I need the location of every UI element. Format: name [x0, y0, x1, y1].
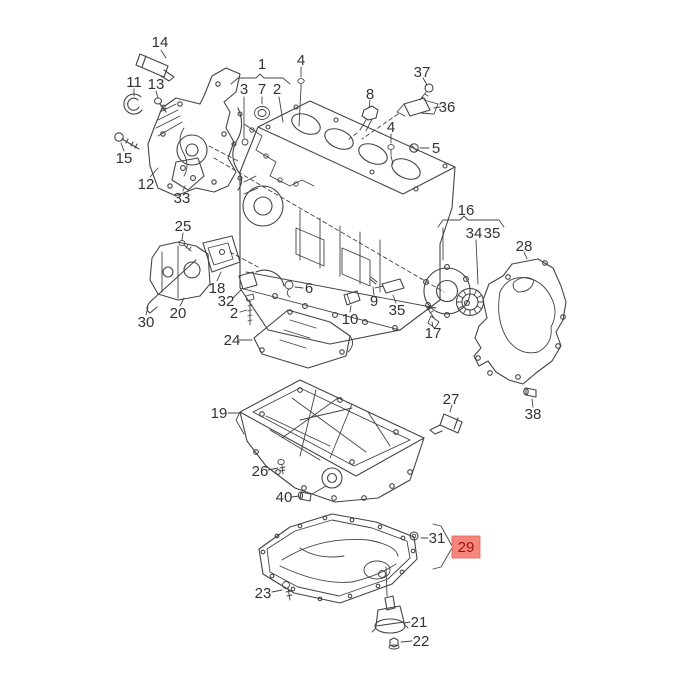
stud-bolt-2	[239, 293, 255, 326]
diagram-line-art	[114, 49, 567, 650]
part-label-24[interactable]: 24	[224, 332, 241, 349]
lower-oil-pan-29	[258, 513, 418, 604]
part-label-23[interactable]: 23	[255, 585, 272, 602]
part-label-14[interactable]: 14	[152, 34, 169, 51]
part-label-4[interactable]: 4	[297, 52, 305, 69]
bracket-18	[202, 235, 241, 282]
bolt-17	[425, 305, 440, 329]
part-label-40[interactable]: 40	[276, 489, 293, 506]
part-label-6[interactable]: 6	[305, 280, 313, 297]
oil-nozzle-6	[284, 280, 304, 298]
part-label-25[interactable]: 25	[175, 218, 192, 235]
part-label-17[interactable]: 17	[425, 325, 442, 342]
axis-dashed-lines	[208, 113, 445, 293]
part-label-2[interactable]: 2	[273, 81, 281, 98]
part-label-8[interactable]: 8	[366, 86, 374, 103]
part-label-9[interactable]: 9	[370, 293, 378, 310]
part-label-1[interactable]: 1	[258, 56, 266, 73]
baffle-plate-24	[238, 309, 353, 369]
seal-ring-11	[123, 88, 143, 115]
gasket-33	[171, 107, 243, 192]
part-label-35[interactable]: 35	[389, 302, 406, 319]
oil-level-sensor-21	[371, 566, 411, 634]
part-label-28[interactable]: 28	[516, 238, 533, 255]
part-label-33[interactable]: 33	[174, 190, 191, 207]
intermediate-plate-28	[473, 251, 567, 385]
bearing-32	[232, 269, 285, 299]
sensor-36	[396, 97, 441, 117]
group-brace-29	[432, 523, 453, 570]
drain-plug-31	[409, 531, 429, 541]
plug-8	[359, 99, 379, 132]
oil-pump-20	[149, 241, 211, 307]
part-label-13[interactable]: 13	[148, 76, 165, 93]
upper-oil-pan-19	[227, 379, 425, 503]
nut-5	[409, 143, 430, 153]
part-label-21[interactable]: 21	[411, 614, 428, 631]
part-label-16[interactable]: 16	[458, 202, 475, 219]
part-label-19[interactable]: 19	[211, 405, 228, 422]
part-label-7[interactable]: 7	[258, 81, 266, 98]
part-label-34[interactable]: 34	[466, 225, 483, 242]
part-label-38[interactable]: 38	[525, 406, 542, 423]
screw-4-top	[297, 66, 305, 127]
timing-cover-12	[147, 67, 241, 197]
part-label-18[interactable]: 18	[209, 280, 226, 297]
bolt-15	[114, 132, 140, 152]
part-label-22[interactable]: 22	[413, 633, 430, 650]
dowel-10	[343, 290, 361, 313]
bolt-13	[153, 90, 167, 113]
screw-4-mid	[387, 133, 395, 165]
plug-40	[291, 491, 312, 502]
part-label-36[interactable]: 36	[439, 99, 456, 116]
part-label-20[interactable]: 20	[170, 305, 187, 322]
part-label-31[interactable]: 31	[429, 530, 446, 547]
sealant-tube-27	[429, 404, 463, 435]
part-label-32[interactable]: 32	[218, 293, 235, 310]
sensor-35	[374, 278, 405, 304]
part-label-15[interactable]: 15	[116, 150, 133, 167]
group-bracket-16	[437, 215, 505, 285]
part-label-30[interactable]: 30	[138, 314, 155, 331]
part-label-5[interactable]: 5	[432, 140, 440, 157]
part-label-29[interactable]: 29	[458, 539, 475, 556]
part-label-27[interactable]: 27	[443, 391, 460, 408]
bolt-37	[419, 77, 434, 101]
seal-ring-34	[455, 287, 485, 317]
pin-9	[369, 276, 378, 296]
sealant-tube-14	[135, 49, 175, 82]
part-label-37[interactable]: 37	[414, 64, 431, 81]
part-label-11[interactable]: 11	[126, 74, 142, 91]
part-label-26[interactable]: 26	[252, 463, 269, 480]
part-label-2[interactable]: 2	[230, 305, 238, 322]
part-label-3[interactable]: 3	[240, 81, 248, 98]
group-bracket-1	[230, 73, 291, 146]
dowel-38	[523, 387, 537, 408]
bolt-23	[271, 581, 293, 601]
oil-line-chain	[243, 123, 315, 187]
part-label-12[interactable]: 12	[138, 176, 155, 193]
engine-block	[239, 100, 456, 345]
nut-22	[388, 637, 413, 650]
part-label-35[interactable]: 35	[484, 225, 501, 242]
bolt-25	[178, 232, 192, 252]
rod-30	[145, 259, 197, 316]
bolt-26	[267, 458, 286, 475]
highlighted-part-box-29[interactable]	[451, 535, 481, 559]
part-label-4[interactable]: 4	[387, 119, 395, 136]
part-label-10[interactable]: 10	[342, 311, 359, 328]
